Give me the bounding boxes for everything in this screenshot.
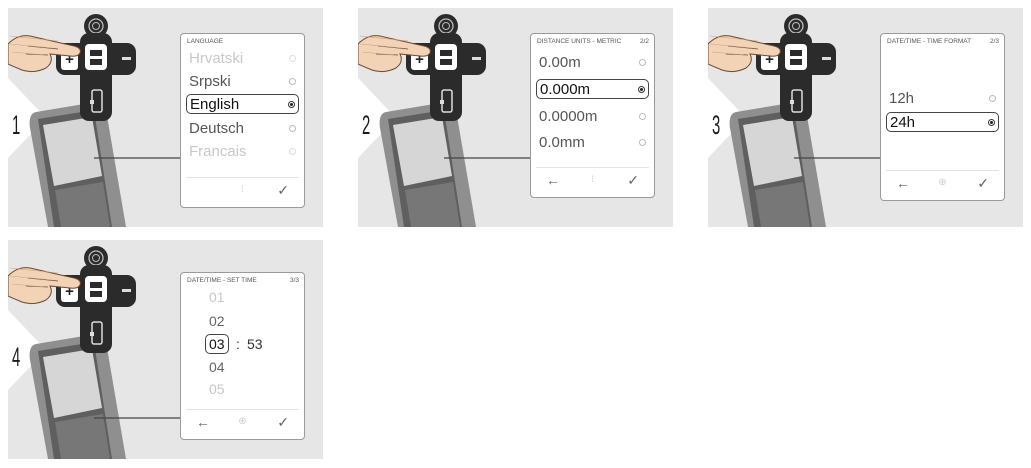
confirm-icon[interactable]: ✓ — [277, 182, 289, 199]
option-srpski[interactable]: Srpski — [186, 71, 299, 91]
option-francais[interactable]: Francais — [186, 141, 299, 161]
radio-selected-icon — [288, 101, 295, 108]
radio-icon — [989, 95, 996, 102]
device-body — [30, 102, 126, 227]
device-body — [30, 334, 126, 459]
confirm-icon[interactable]: ✓ — [277, 414, 289, 431]
scroll-icon: ⁝ — [241, 184, 244, 195]
measure-button — [85, 276, 107, 302]
screen-title: LANGUAGE — [187, 38, 299, 45]
step-4-panel: + 4 DATE/TIME - SET TIME 3/3 01 02 03 : … — [8, 240, 323, 459]
time-separator: : — [236, 336, 240, 352]
device-display: DATE/TIME - TIME FORMAT 2/3 12h 24h ← ⊕ … — [880, 33, 1005, 201]
navigation-icon: ⊕ — [938, 177, 946, 188]
step-number: 1 — [12, 112, 20, 139]
minutes-value[interactable]: 53 — [247, 336, 263, 352]
measure-button — [435, 44, 457, 70]
radio-selected-icon — [988, 119, 995, 126]
screen-toolbar: ← ⊕ ✓ — [886, 170, 999, 197]
device-body — [730, 102, 826, 227]
confirm-icon[interactable]: ✓ — [977, 175, 989, 192]
measure-button — [785, 44, 807, 70]
minus-icon — [122, 289, 131, 292]
back-icon[interactable]: ← — [196, 414, 210, 430]
hour-option[interactable]: 04 — [209, 359, 225, 375]
keypad: + — [56, 14, 136, 121]
option-deutsch[interactable]: Deutsch — [186, 118, 299, 138]
option-0-00m[interactable]: 0.00m — [536, 52, 649, 72]
radio-icon — [289, 125, 296, 132]
device-display: LANGUAGE Hrvatski Srpski English Deutsch… — [180, 33, 305, 208]
confirm-icon[interactable]: ✓ — [627, 172, 639, 189]
radio-icon — [639, 59, 646, 66]
option-0-0mm[interactable]: 0.0mm — [536, 132, 649, 152]
screen-toolbar: ← ⁝ ✓ — [536, 167, 649, 194]
screen-title: DATE/TIME - SET TIME 3/3 — [187, 277, 299, 284]
radio-icon — [639, 113, 646, 120]
hour-option[interactable]: 02 — [209, 313, 225, 329]
option-24h[interactable]: 24h — [886, 112, 999, 132]
screen-title: DATE/TIME - TIME FORMAT 2/3 — [887, 38, 999, 45]
step-number: 4 — [12, 344, 20, 371]
radio-icon — [289, 148, 296, 155]
measure-button — [85, 44, 107, 70]
back-icon[interactable]: ← — [896, 175, 910, 191]
option-0-0000m[interactable]: 0.0000m — [536, 106, 649, 126]
step-3-panel: + 3 DATE/TIME - TIME FORMAT 2/3 12h 24h … — [708, 8, 1023, 227]
step-2-panel: + 2 DISTANCE UNITS - METRIC 2/2 0.00m 0.… — [358, 8, 673, 227]
hour-option[interactable]: 05 — [209, 381, 225, 397]
radio-icon — [289, 55, 296, 62]
radio-icon — [289, 78, 296, 85]
keypad: + — [406, 14, 486, 121]
screen-toolbar: ← ⊕ ✓ — [186, 409, 299, 436]
screen-toolbar: ⁝ ✓ — [186, 177, 299, 204]
step-1-panel: + 1 LANGUAGE Hrvatski Srpski English — [8, 8, 323, 227]
device-display: DATE/TIME - SET TIME 3/3 01 02 03 : 53 0… — [180, 272, 305, 440]
keypad: + — [756, 14, 836, 121]
back-icon[interactable]: ← — [546, 172, 560, 188]
radio-selected-icon — [638, 86, 645, 93]
option-hrvatski[interactable]: Hrvatski — [186, 48, 299, 68]
screen-title: DISTANCE UNITS - METRIC 2/2 — [537, 38, 649, 45]
step-number: 3 — [712, 112, 720, 139]
option-12h[interactable]: 12h — [886, 88, 999, 108]
device-display: DISTANCE UNITS - METRIC 2/2 0.00m 0.000m… — [530, 33, 655, 198]
keypad: + — [56, 246, 136, 353]
navigation-icon: ⊕ — [238, 416, 246, 427]
minus-icon — [472, 57, 481, 60]
hour-option[interactable]: 01 — [209, 289, 225, 305]
radio-icon — [639, 139, 646, 146]
minus-icon — [122, 57, 131, 60]
minus-icon — [822, 57, 831, 60]
option-english[interactable]: English — [186, 94, 299, 114]
device-body — [380, 102, 476, 227]
step-number: 2 — [362, 112, 370, 139]
scroll-icon: ⁝ — [591, 174, 594, 185]
selected-hour[interactable]: 03 — [205, 334, 229, 354]
option-0-000m[interactable]: 0.000m — [536, 79, 649, 99]
